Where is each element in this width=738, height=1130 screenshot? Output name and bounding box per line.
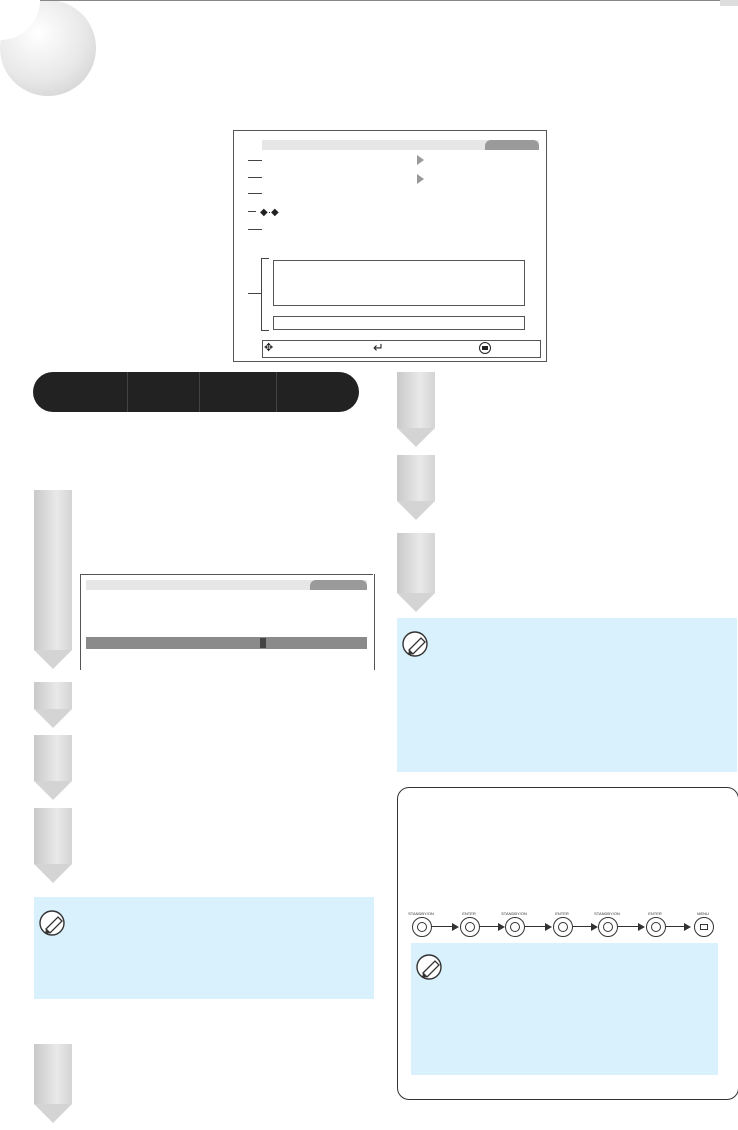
sequence-arrow: [573, 926, 593, 927]
standby-button-icon: [598, 917, 618, 937]
callout-bracket-top: [261, 258, 269, 259]
callout-tick: [248, 160, 262, 161]
pill-divider: [127, 372, 128, 412]
sequence-arrowhead: [684, 923, 691, 931]
sequence-arrow: [432, 926, 454, 927]
seq-label-standby: STANDBY/ON: [408, 911, 434, 916]
step-tab-3: [34, 735, 72, 800]
step-tab-r1: [397, 372, 435, 447]
step-tab-4: [34, 808, 72, 883]
callout-tick: [248, 193, 262, 194]
mini-menu-title-bar: [86, 580, 367, 590]
enter-button-icon: [460, 917, 480, 937]
note-box-right: [397, 618, 737, 772]
menu-button-icon: [694, 917, 714, 937]
arrow-right-icon: [417, 174, 424, 184]
seq-label-enter: ENTER: [462, 911, 476, 916]
sequence-arrowhead: [545, 923, 552, 931]
note-box-left: [34, 897, 374, 999]
menu-nav-bar: [262, 340, 541, 358]
callout-tick: [248, 211, 256, 212]
step-tab-2: [34, 682, 72, 728]
sequence-arrow: [618, 926, 640, 927]
step-tab-1: [34, 490, 72, 669]
mini-menu-slider-knob: [260, 638, 266, 648]
mini-menu-slider: [86, 637, 367, 649]
seq-label-enter: ENTER: [648, 911, 662, 916]
mini-menu-tab-pill: [310, 580, 367, 590]
step-tab-5: [34, 1044, 72, 1123]
top-rule: [40, 0, 738, 1]
menu-tab-pill: [485, 140, 539, 150]
standby-button-icon: [412, 917, 432, 937]
note-pencil-icon: [416, 954, 442, 980]
step-tab-r2: [397, 455, 435, 520]
mini-menu-top: [80, 574, 373, 575]
menu-title-bar: [262, 140, 539, 150]
note-pencil-icon: [402, 631, 428, 657]
adjust-arrows-icon: ◆·◆: [260, 207, 279, 218]
step-tab-r3: [397, 533, 435, 612]
sequence-arrowhead: [591, 923, 598, 931]
seq-label-menu: MENU: [697, 911, 709, 916]
menu-info-panel: [273, 260, 525, 306]
mini-menu-illustration: [80, 574, 375, 670]
standby-button-icon: [505, 917, 525, 937]
enter-icon: ↵: [373, 340, 384, 355]
note-box-inner: [411, 943, 718, 1075]
section-header-pill: [33, 372, 359, 412]
seq-label-standby: STANDBY/ON: [594, 911, 620, 916]
callout-bracket: [261, 258, 262, 330]
menu-button-icon: [479, 342, 491, 354]
sequence-arrowhead: [498, 923, 505, 931]
enter-button-icon: [646, 917, 666, 937]
callout-bracket-bottom: [261, 330, 269, 331]
seq-label-standby: STANDBY/ON: [501, 911, 527, 916]
pill-divider: [276, 372, 277, 412]
callout-tick: [248, 229, 262, 230]
arrow-right-icon: [417, 155, 424, 165]
sequence-arrow: [666, 926, 686, 927]
callout-tick: [248, 177, 262, 178]
seq-label-enter: ENTER: [555, 911, 569, 916]
move-arrows-icon: ✥: [264, 342, 274, 354]
page-tab-mark: [720, 0, 738, 6]
callout-tick: [248, 293, 262, 294]
note-pencil-icon: [39, 910, 65, 936]
sequence-arrowhead: [452, 923, 459, 931]
sequence-arrowhead: [638, 923, 645, 931]
sequence-arrow: [480, 926, 500, 927]
menu-input-field: [273, 316, 525, 330]
sequence-arrow: [525, 926, 547, 927]
pill-divider: [199, 372, 200, 412]
enter-button-icon: [553, 917, 573, 937]
